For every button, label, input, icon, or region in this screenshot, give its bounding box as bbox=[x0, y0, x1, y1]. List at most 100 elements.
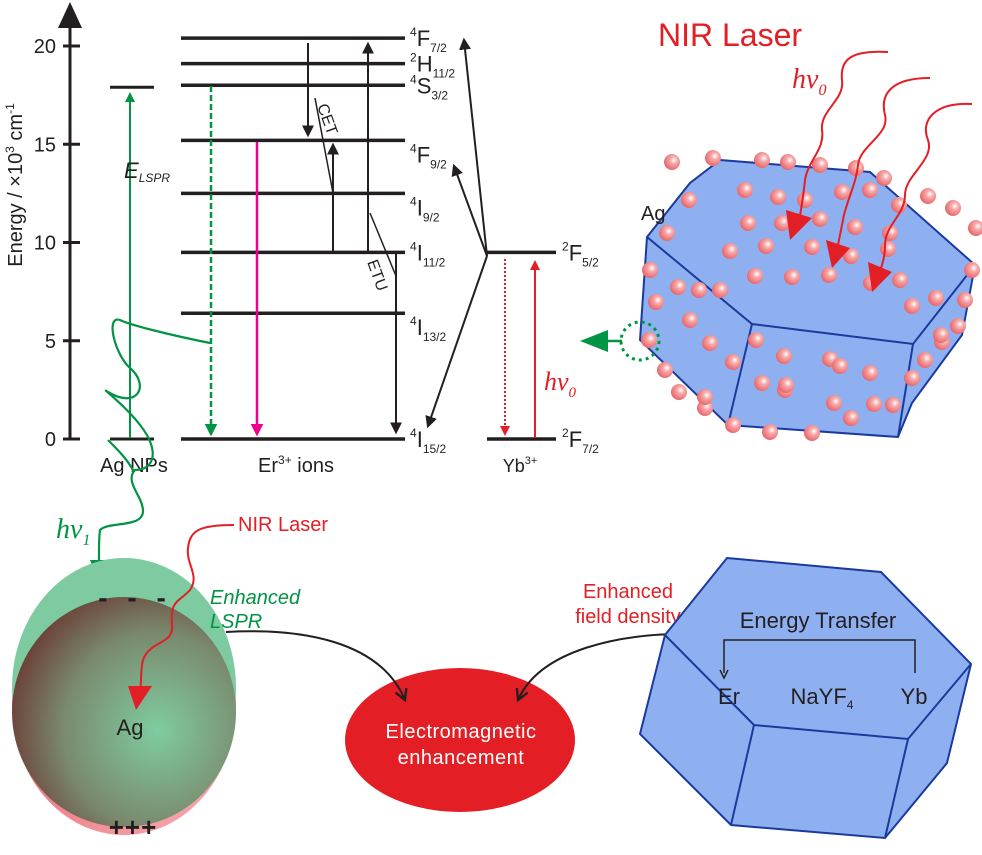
ag-nanoparticle bbox=[891, 197, 907, 213]
em-line2: enhancement bbox=[398, 747, 525, 769]
yb-level-term: 2F7/2 bbox=[562, 426, 599, 456]
prism-bottom-top-edge bbox=[664, 634, 972, 741]
ag-nanoparticle bbox=[682, 312, 698, 328]
ag-nanoparticle bbox=[880, 241, 896, 257]
ag-nanoparticle bbox=[847, 219, 863, 235]
em-line1: Electromagnetic bbox=[386, 721, 537, 743]
ag-nanoparticle bbox=[862, 365, 878, 381]
ag-nanoparticle bbox=[778, 377, 794, 393]
ag-nanoparticle bbox=[705, 150, 721, 166]
y-tick-label: 0 bbox=[45, 429, 56, 451]
etu-label: ETU bbox=[363, 258, 390, 294]
ag-nanoparticle bbox=[804, 425, 820, 441]
lspr-to-em-arrow bbox=[225, 630, 405, 700]
laser-arrowhead-3 bbox=[868, 262, 892, 292]
yb-label-bottom: Yb bbox=[901, 684, 928, 709]
ag-nanoparticle bbox=[843, 248, 859, 264]
yb-level-term: 2F5/2 bbox=[562, 239, 599, 269]
cet-line bbox=[314, 97, 334, 194]
ag-nanoparticle bbox=[725, 417, 741, 433]
prism-bottom-edge-2 bbox=[884, 738, 909, 839]
ag-nanoparticle bbox=[762, 424, 778, 440]
ag-nanoparticle bbox=[747, 268, 763, 284]
yb-label: Yb3+ bbox=[503, 455, 538, 476]
em-enhancement-group: Electromagnetic enhancement Enhanced fie… bbox=[225, 581, 699, 812]
y-tick-label: 20 bbox=[34, 36, 56, 58]
er-level-term: 4F9/2 bbox=[410, 141, 447, 171]
ag-nanoparticle bbox=[737, 182, 753, 198]
ag-nanoparticle bbox=[697, 389, 713, 405]
yb-to-ground-arrow bbox=[425, 255, 488, 429]
emission-circle bbox=[619, 320, 661, 362]
ag-sphere-group: - - - +++ Ag hv1 NIR Laser Enhanced LSPR bbox=[12, 514, 328, 842]
ag-nanoparticle bbox=[866, 396, 882, 412]
laser-wave-1 bbox=[797, 50, 889, 229]
nir-wave-bottom bbox=[139, 524, 235, 691]
ag-nanoparticle bbox=[642, 262, 658, 278]
ag-nanoparticle bbox=[917, 352, 933, 368]
er-level-term: 4I15/2 bbox=[410, 426, 446, 456]
etu-line bbox=[369, 212, 397, 277]
ag-nanoparticle bbox=[876, 170, 892, 186]
nayf4-label: NaYF4 bbox=[791, 684, 854, 712]
ag-nanoparticle bbox=[740, 215, 756, 231]
ag-nanoparticle bbox=[664, 154, 680, 170]
er-ions-label: Er3+ ions bbox=[258, 453, 334, 477]
yb-to-f92-arrow bbox=[451, 163, 488, 257]
y-tick-label: 10 bbox=[34, 233, 56, 255]
er-level-term: 4I13/2 bbox=[410, 314, 446, 344]
sphere-core bbox=[12, 597, 236, 827]
ag-nanoparticle bbox=[758, 238, 774, 254]
er-label: Er bbox=[718, 684, 740, 709]
ag-nanoparticle bbox=[784, 269, 800, 285]
ag-nanoparticle bbox=[702, 335, 718, 351]
ag-nanoparticle bbox=[862, 182, 878, 198]
y-axis-arrowhead bbox=[58, 2, 82, 28]
laser-arrowhead-1 bbox=[786, 210, 812, 240]
yb-to-f72-arrow bbox=[459, 37, 488, 257]
ag-nanoparticle bbox=[904, 298, 920, 314]
laser-wave-2 bbox=[835, 77, 931, 256]
ag-nanoparticle bbox=[968, 220, 982, 236]
er-level-term: 4S3/2 bbox=[410, 72, 448, 102]
ag-nps-label: Ag NPs bbox=[100, 455, 168, 477]
nanocrystal-top: NIR Laser hv0 Ag bbox=[580, 17, 982, 441]
positive-charges: +++ bbox=[109, 812, 158, 842]
ag-nanoparticle bbox=[670, 279, 686, 295]
top-hv0-label: hv0 bbox=[792, 64, 826, 99]
e-lspr-label: ELSPR bbox=[124, 158, 170, 185]
emission-arrowhead bbox=[580, 330, 608, 352]
y-axis-label: Energy / ×103 cm-1 bbox=[3, 103, 27, 267]
ag-nanoparticle bbox=[843, 410, 859, 426]
er-level-term: 4I11/2 bbox=[410, 239, 446, 269]
ag-nanoparticle bbox=[821, 267, 837, 283]
hv1-label: hv1 bbox=[56, 514, 90, 549]
ag-nanoparticle bbox=[832, 358, 848, 374]
lspr-wave-segment bbox=[107, 439, 135, 473]
ag-nanoparticle bbox=[804, 239, 820, 255]
ag-nanoparticle bbox=[848, 160, 864, 176]
prism-vertical-edge-1 bbox=[727, 323, 753, 426]
em-ellipse bbox=[345, 668, 575, 812]
enhanced-lspr-line2: LSPR bbox=[210, 611, 262, 633]
ag-nanoparticle bbox=[950, 318, 966, 334]
enhanced-field-line1: Enhanced bbox=[583, 581, 673, 603]
ag-nanoparticle bbox=[904, 370, 920, 386]
ag-nanoparticle bbox=[812, 157, 828, 173]
ag-nanoparticle bbox=[957, 292, 973, 308]
ag-nanoparticle bbox=[892, 272, 908, 288]
ag-nanoparticle bbox=[933, 327, 949, 343]
ag-nanoparticles bbox=[641, 150, 982, 441]
ag-nanoparticle bbox=[776, 348, 792, 364]
prism-vertical-edge-2 bbox=[897, 343, 914, 438]
ag-label-top: Ag bbox=[641, 203, 665, 225]
nir-laser-label-bottom: NIR Laser bbox=[238, 514, 328, 536]
ag-nanoparticle bbox=[812, 211, 828, 227]
nir-laser-title: NIR Laser bbox=[658, 17, 802, 53]
ag-nanoparticle bbox=[754, 152, 770, 168]
ag-nanoparticle bbox=[885, 397, 901, 413]
ag-nanoparticle bbox=[657, 362, 673, 378]
